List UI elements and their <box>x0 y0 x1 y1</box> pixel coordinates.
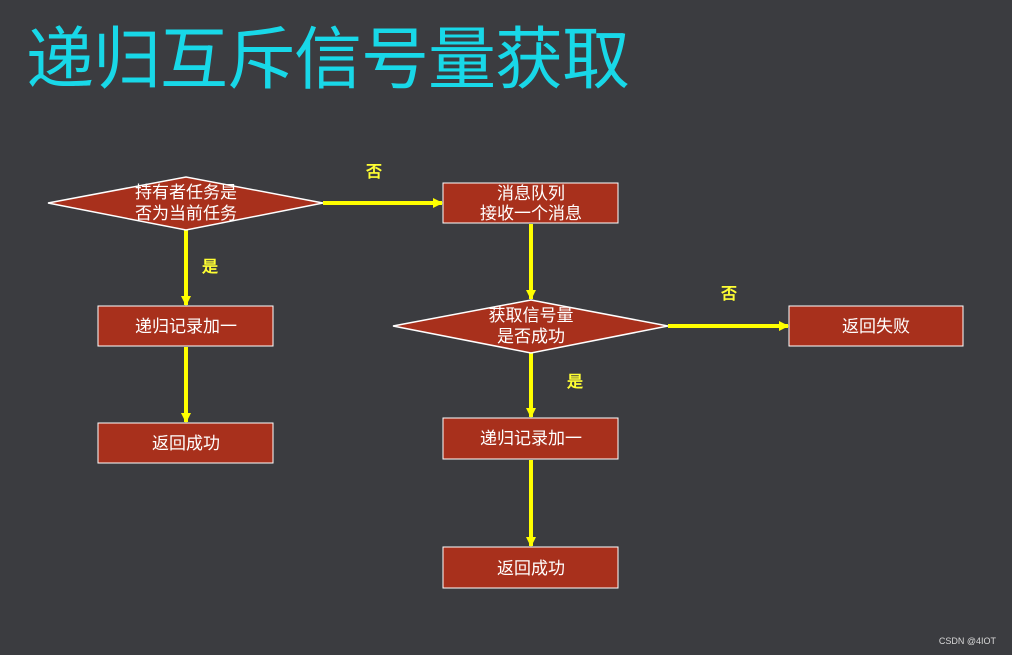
process-queue-receive: 消息队列 接收一个消息 <box>442 182 619 224</box>
terminal-return-fail: 返回失败 <box>788 305 964 347</box>
edge-label-acquire-yes: 是 <box>566 372 583 391</box>
edge-label-owner-no: 否 <box>365 162 382 181</box>
process-queue-receive-line1: 消息队列 <box>497 184 565 204</box>
terminal-return-success-right-label: 返回成功 <box>497 559 565 579</box>
terminal-return-fail-label: 返回失败 <box>842 317 910 337</box>
decision-acquire-check-line1: 获取信号量 <box>489 306 574 326</box>
decision-owner-check-line1: 持有者任务是 <box>135 183 237 203</box>
decision-owner-check: 持有者任务是 否为当前任务 <box>47 176 324 231</box>
edge-label-owner-yes: 是 <box>201 257 218 276</box>
decision-owner-check-line2: 否为当前任务 <box>135 204 237 224</box>
process-recursion-inc-left: 递归记录加一 <box>97 305 274 347</box>
page-title: 递归互斥信号量获取 <box>26 21 630 100</box>
edge-label-acquire-no: 否 <box>720 284 737 303</box>
decision-acquire-check: 获取信号量 是否成功 <box>392 299 669 354</box>
process-recursion-inc-right: 递归记录加一 <box>442 417 619 460</box>
process-recursion-inc-left-label: 递归记录加一 <box>135 317 237 337</box>
edges <box>181 198 789 547</box>
process-recursion-inc-right-label: 递归记录加一 <box>480 429 582 449</box>
process-queue-receive-line2: 接收一个消息 <box>480 204 582 224</box>
terminal-return-success-left-label: 返回成功 <box>152 434 220 454</box>
decision-acquire-check-line2: 是否成功 <box>497 327 565 347</box>
terminal-return-success-left: 返回成功 <box>97 422 274 464</box>
terminal-return-success-right: 返回成功 <box>442 546 619 589</box>
watermark: CSDN @4IOT <box>938 636 996 646</box>
